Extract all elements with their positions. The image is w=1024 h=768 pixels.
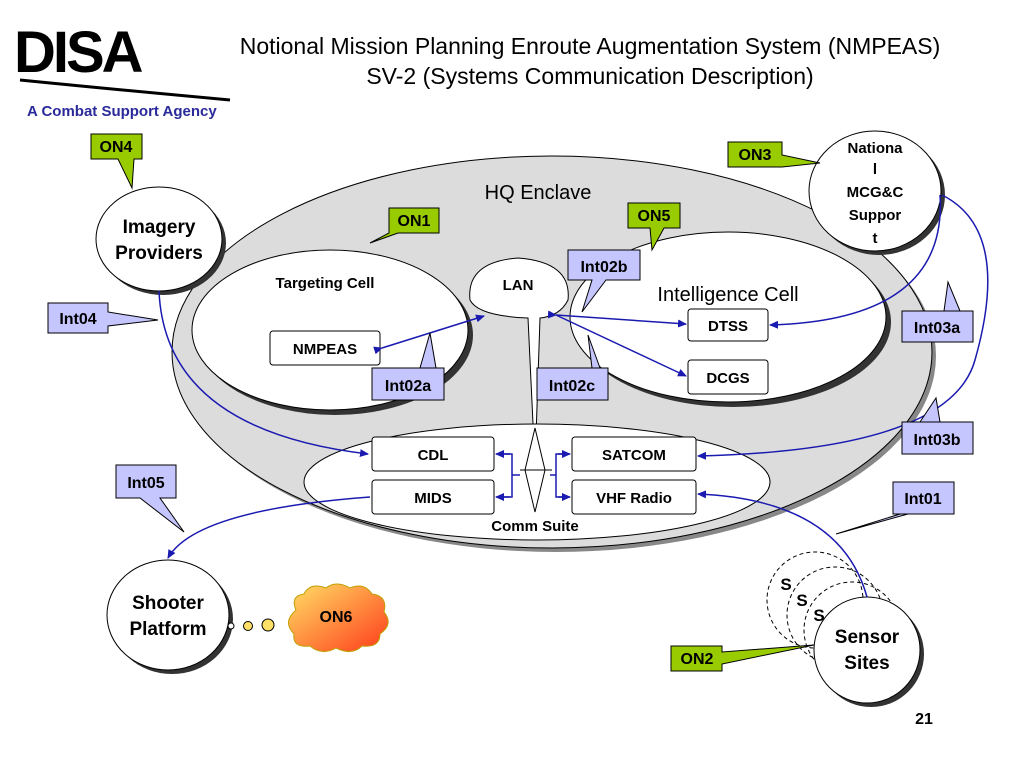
thought-dot-1	[227, 622, 235, 630]
int04-label: Int04	[59, 311, 96, 328]
hq-enclave-label: HQ Enclave	[485, 182, 592, 204]
int03a-callout[interactable]	[901, 280, 974, 343]
int02c-callout[interactable]	[536, 334, 609, 401]
comm-suite-label: Comm Suite	[491, 518, 579, 535]
link-lan-dtss	[547, 310, 687, 328]
targeting-cell-label: Targeting Cell	[276, 275, 375, 292]
int03b-label: Int03b	[913, 432, 960, 449]
on6-cloud[interactable]	[288, 583, 389, 652]
link-national-dtss	[769, 194, 942, 329]
satcom-label: SATCOM	[602, 447, 666, 464]
lan-label: LAN	[503, 277, 534, 294]
on3-label: ON3	[739, 147, 772, 164]
sensor-label-2: Sites	[844, 653, 889, 674]
on5-label: ON5	[638, 208, 671, 225]
sensor-stack-letter-2: S	[796, 591, 807, 610]
on1-callout[interactable]	[369, 207, 440, 244]
thought-dot-3	[261, 618, 275, 632]
vhf-radio-box[interactable]	[571, 479, 697, 515]
link-lan-dcgs	[555, 314, 687, 377]
disa-logo: DISA	[14, 20, 231, 102]
thought-dot-2	[243, 621, 253, 631]
lan-comm-connector	[520, 427, 552, 513]
vhf-radio-label: VHF Radio	[596, 490, 672, 507]
on1-label: ON1	[398, 213, 431, 230]
int05-label: Int05	[127, 475, 164, 492]
dtss-label: DTSS	[708, 318, 748, 335]
tagline: A Combat Support Agency	[27, 103, 217, 120]
sensor-sites[interactable]	[813, 596, 921, 704]
on2-label: ON2	[681, 651, 714, 668]
nmpeas-label: NMPEAS	[293, 341, 357, 358]
intelligence-cell-label: Intelligence Cell	[657, 284, 798, 306]
imagery-label-2: Providers	[115, 243, 203, 264]
page-title: Notional Mission Planning Enroute Augmen…	[240, 33, 941, 59]
mids-box[interactable]	[371, 479, 495, 515]
page-number: 21	[915, 711, 933, 728]
national-label-3: MCG&C	[847, 184, 904, 201]
shooter-platform[interactable]	[106, 559, 230, 671]
int02b-label: Int02b	[580, 259, 627, 276]
int03b-callout[interactable]	[901, 396, 974, 455]
int01-callout[interactable]	[835, 481, 955, 535]
interface-links	[158, 194, 989, 598]
logo-text: DISA	[14, 20, 143, 85]
int01-label: Int01	[904, 491, 941, 508]
national-label-5: t	[873, 230, 878, 247]
sensor-stack-letter-1: S	[780, 575, 791, 594]
link-sensor-vhf	[697, 490, 868, 598]
satcom-box[interactable]	[571, 436, 697, 472]
imagery-providers[interactable]	[95, 186, 223, 292]
page-subtitle: SV-2 (Systems Communication Description)	[366, 63, 813, 89]
int04-callout[interactable]	[47, 302, 159, 334]
national-label-2: l	[873, 161, 877, 178]
national-label-4: Suppor	[849, 207, 902, 224]
int02b-callout[interactable]	[567, 249, 641, 313]
on4-label: ON4	[100, 139, 133, 156]
int02a-label: Int02a	[385, 378, 431, 395]
cdl-label: CDL	[418, 447, 449, 464]
shooter-label-1: Shooter	[132, 593, 204, 614]
dcgs-label: DCGS	[706, 370, 749, 387]
lan-node[interactable]	[469, 257, 569, 467]
link-imagery-cdl	[158, 290, 369, 458]
national-mcgc-support[interactable]	[808, 130, 942, 252]
national-label-1: Nationa	[847, 140, 903, 157]
link-national-satcom	[697, 194, 989, 460]
int05-callout[interactable]	[115, 464, 185, 533]
dcgs-box[interactable]	[687, 359, 769, 395]
on5-callout[interactable]	[627, 202, 681, 252]
logo-swoosh	[19, 78, 231, 102]
imagery-label-1: Imagery	[123, 217, 196, 238]
on2-callout[interactable]	[670, 644, 815, 672]
link-mids-shooter	[167, 496, 371, 559]
int03a-label: Int03a	[914, 320, 960, 337]
on3-callout[interactable]	[727, 141, 821, 168]
link-nmpeas-lan	[373, 314, 485, 355]
mids-label: MIDS	[414, 490, 452, 507]
cdl-box[interactable]	[371, 436, 495, 472]
int02a-callout[interactable]	[371, 332, 445, 401]
shooter-label-2: Platform	[129, 619, 206, 640]
int02c-label: Int02c	[549, 378, 595, 395]
on6-label: ON6	[320, 609, 353, 626]
on4-callout[interactable]	[90, 133, 143, 190]
sensor-label-1: Sensor	[835, 627, 900, 648]
dtss-box[interactable]	[687, 308, 769, 342]
sensor-stack-letter-3: S	[813, 606, 824, 625]
